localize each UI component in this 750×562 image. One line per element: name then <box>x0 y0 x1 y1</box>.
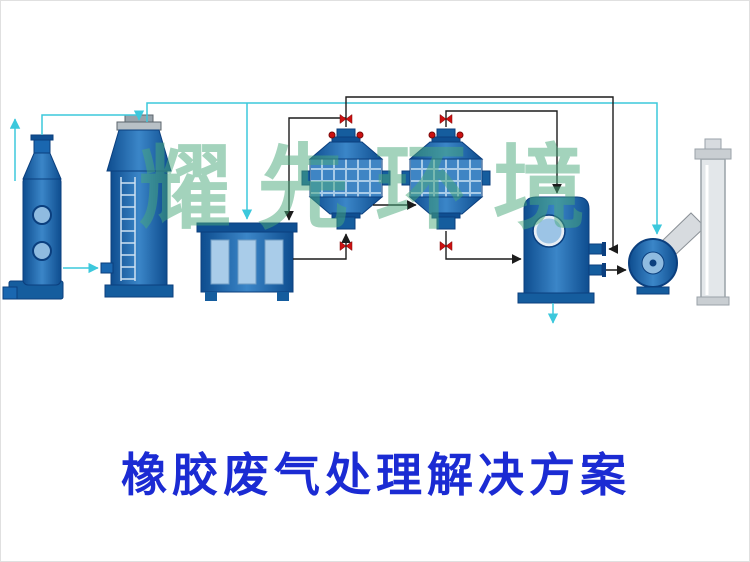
scrubber-body <box>110 170 168 286</box>
spray-tower-stack <box>33 138 51 154</box>
pipe-adsorber1-to-tank-loop <box>345 96 619 254</box>
pipe-network <box>9 96 663 324</box>
pipe-tower1-to-tower2 <box>41 110 145 135</box>
scrubber-tower <box>100 114 174 298</box>
pipe-bypass-to-fan <box>146 102 663 235</box>
fan-hub <box>649 259 657 267</box>
fan-base <box>636 286 670 295</box>
dust-collector-tank <box>517 196 606 304</box>
pipe-uv-to-adsorber1 <box>293 233 351 260</box>
tank-nozzle-upper <box>588 243 603 255</box>
spray-tower-drain <box>2 286 18 300</box>
scrubber-funnel <box>106 129 172 172</box>
uv-panel <box>264 239 284 285</box>
cyan-duct-lines <box>9 102 663 324</box>
centrifugal-fan <box>628 212 706 295</box>
chimney-vent <box>704 138 722 150</box>
spray-tower-cap <box>30 134 54 141</box>
sight-glass-icon <box>32 241 52 261</box>
chimney-cap <box>694 148 732 160</box>
chimney-stack <box>700 158 726 302</box>
uv-photolysis-unit <box>196 222 298 301</box>
porthole-window <box>533 215 565 247</box>
uv-unit-leg <box>277 292 289 301</box>
chimney <box>694 138 732 306</box>
tank-nozzle-lower <box>588 264 603 276</box>
valve-icon <box>356 131 364 139</box>
tank-base <box>517 292 595 304</box>
ladder <box>120 177 136 281</box>
uv-unit-leg <box>205 292 217 301</box>
diagram-title: 橡胶废气处理解决方案 <box>121 450 631 501</box>
uv-panel <box>237 239 257 285</box>
uv-unit-lid <box>196 222 298 233</box>
valve-icon <box>328 131 336 139</box>
valve-icon <box>456 131 464 139</box>
valves <box>328 114 464 251</box>
scrubber-cap-flange <box>116 121 162 131</box>
spray-tower <box>2 134 64 300</box>
adsorber-drum-2 <box>401 128 491 230</box>
spray-tower-body <box>22 176 62 286</box>
valve-icon <box>428 131 436 139</box>
spray-tower-cone <box>22 150 62 180</box>
chimney-base <box>696 296 730 306</box>
uv-panel <box>210 239 230 285</box>
scrubber-base <box>104 284 174 298</box>
sight-glass-icon <box>32 205 52 225</box>
pipe-adsorber2-to-tank <box>445 231 522 264</box>
scrubber-inlet-flange <box>100 262 114 274</box>
adsorber-drum-1 <box>301 128 391 230</box>
pipe-recycle-to-uv <box>284 117 346 221</box>
